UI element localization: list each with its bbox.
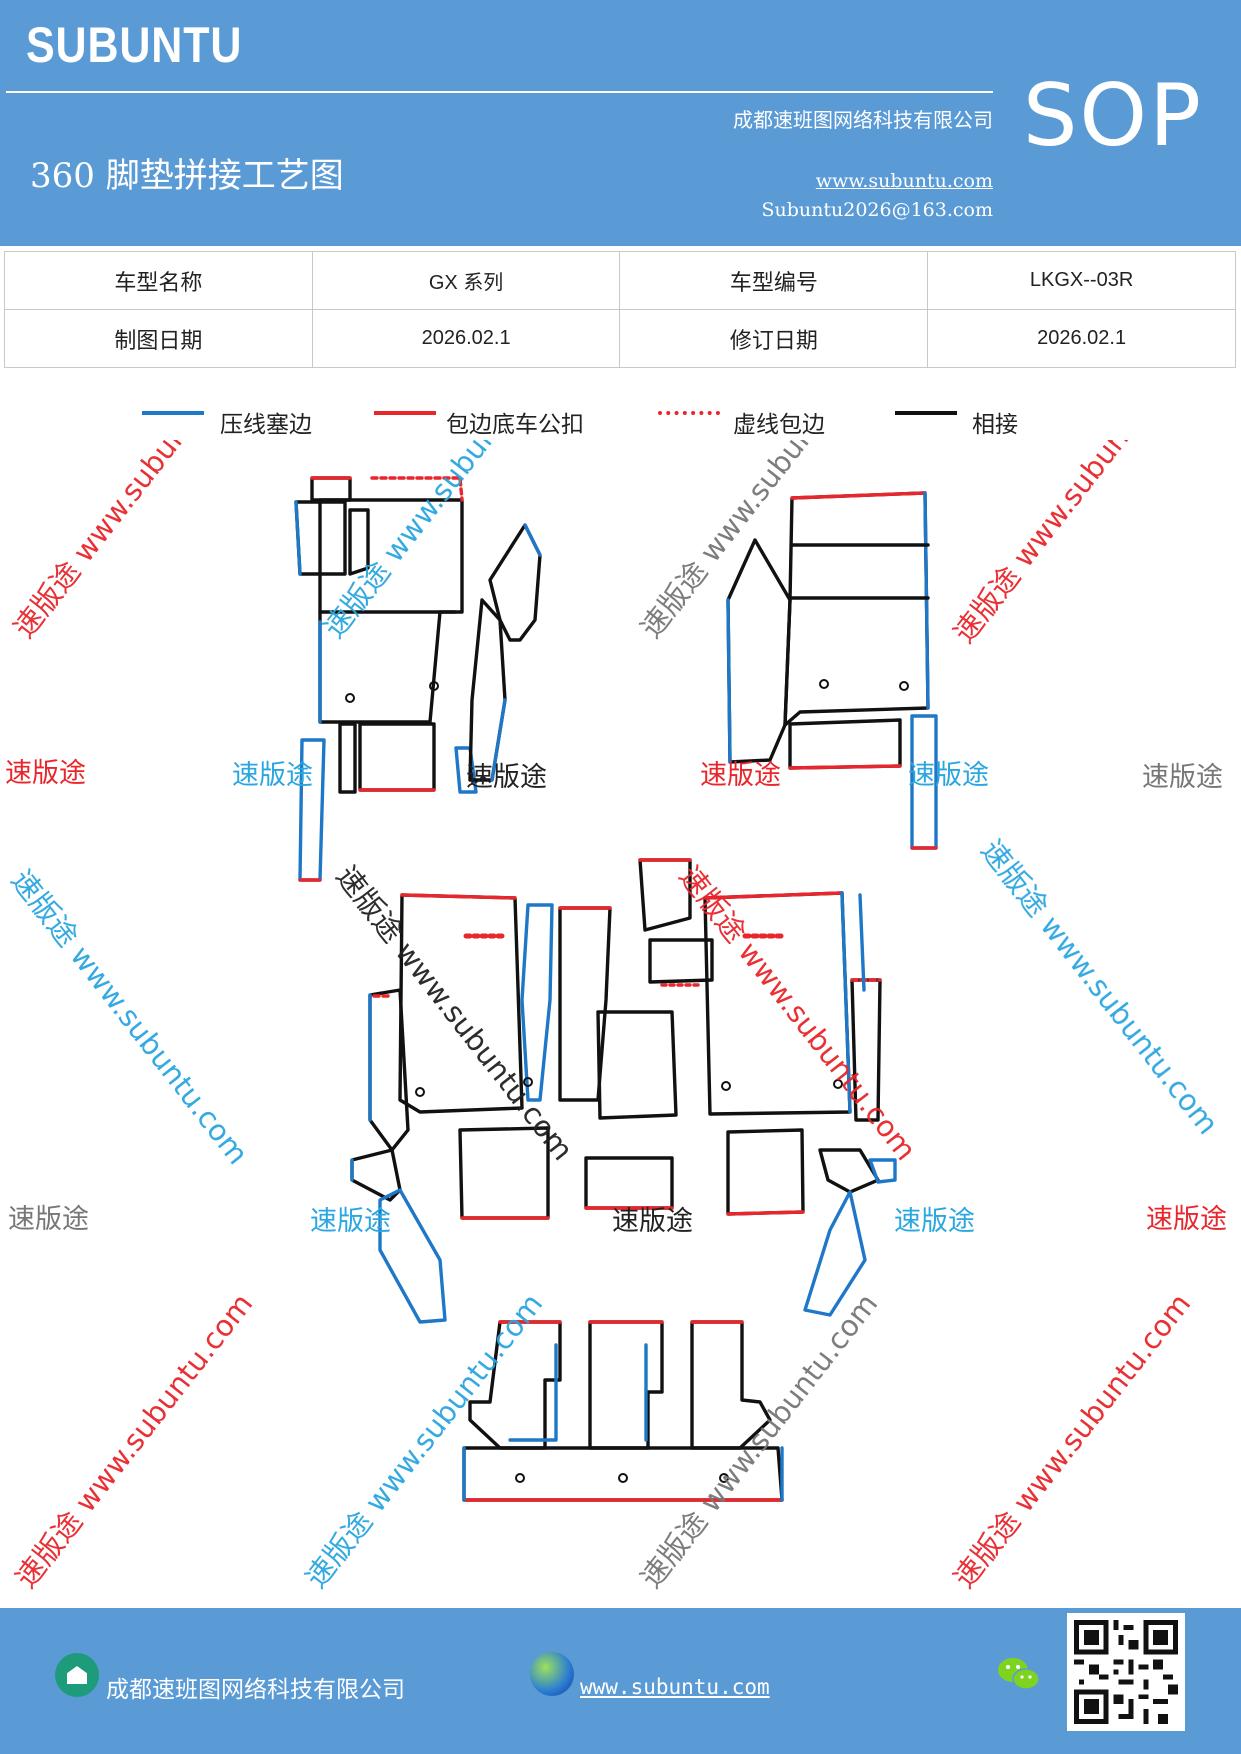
watermark: 速版途 [310, 1206, 391, 1237]
watermark: 速版途 [612, 1206, 693, 1237]
watermark: 速版途 [894, 1206, 975, 1237]
watermark: 速版途 [1142, 762, 1223, 793]
watermark: 速版途 www.subuntu.com [672, 859, 923, 1166]
header-divider [6, 91, 993, 93]
legend-label-press-line: 压线塞边 [220, 412, 312, 438]
brand-logo: SUBUNTU [26, 17, 243, 73]
middle-row-mat-group [350, 858, 897, 1324]
label-revision-date: 修订日期 [619, 309, 929, 368]
website-link[interactable]: www.subuntu.com [815, 170, 993, 192]
line-legend: 压线塞边 包边底车公扣 虚线包边 相接 [0, 405, 1241, 438]
legend-label-joint: 相接 [972, 412, 1018, 438]
legend-label-dotted-wrap: 虚线包边 [733, 412, 825, 438]
watermark: 速版途 www.subuntu.com [4, 863, 255, 1170]
legend-swatch-blue [142, 411, 204, 415]
wechat-icon [998, 1658, 1040, 1690]
label-draw-date: 制图日期 [4, 309, 313, 368]
globe-icon [530, 1652, 574, 1696]
watermark: 速版途 www.subuntu.com [947, 440, 1198, 649]
qr-code [1067, 1613, 1185, 1731]
front-right-mat-group [726, 491, 938, 850]
floor-mat-diagram: 速版途 www.subuntu.com 速版途 www.subuntu.com … [4, 440, 1227, 1594]
document-title: 360 脚垫拼接工艺图 [30, 156, 344, 196]
watermark: 速版途 [700, 760, 781, 791]
watermark: 速版途 [5, 758, 86, 789]
legend-swatch-black [895, 411, 957, 415]
legend-swatch-red [374, 411, 436, 415]
header-banner [0, 0, 1241, 246]
email-address: Subuntu2026@163.com [761, 199, 993, 221]
vehicle-info-table: 车型名称 GX 系列 车型编号 LKGX--03R 制图日期 2026.02.1… [4, 251, 1236, 368]
legend-label-edge-wrap: 包边底车公扣 [446, 412, 584, 438]
sop-badge: SOP [1022, 66, 1203, 166]
watermark: 速版途 www.subuntu.com [7, 440, 258, 644]
front-left-mat-group [294, 476, 542, 882]
footer-company-name: 成都速班图网络科技有限公司 [106, 1677, 405, 1703]
value-model-name: GX 系列 [311, 251, 621, 310]
footer-website-link[interactable]: www.subuntu.com [580, 1675, 770, 1699]
watermark: 速版途 www.subuntu.com [634, 1287, 885, 1594]
watermark: 速版途 www.subuntu.com [634, 440, 885, 644]
table-row: 制图日期 2026.02.1 修订日期 2026.02.1 [4, 309, 1236, 368]
label-model-code: 车型编号 [619, 251, 929, 310]
table-row: 车型名称 GX 系列 车型编号 LKGX--03R [4, 251, 1236, 310]
watermark: 速版途 www.subuntu.com [947, 1287, 1198, 1594]
watermark: 速版途 [8, 1204, 89, 1235]
home-icon [55, 1653, 99, 1697]
company-name: 成都速班图网络科技有限公司 [733, 108, 993, 132]
value-draw-date: 2026.02.1 [311, 309, 621, 368]
watermark: 速版途 www.subuntu.com [9, 1287, 260, 1594]
watermark: 速版途 [466, 762, 547, 793]
watermark: 速版途 [232, 760, 313, 791]
watermark: 速版途 www.subuntu.com [974, 833, 1225, 1140]
value-revision-date: 2026.02.1 [927, 309, 1236, 368]
label-model-name: 车型名称 [4, 251, 313, 310]
rear-mat-group [462, 1320, 784, 1502]
watermark: 速版途 [1146, 1204, 1227, 1235]
watermark: 速版途 [908, 760, 989, 791]
value-model-code: LKGX--03R [927, 251, 1236, 310]
legend-swatch-red-dotted [658, 411, 720, 415]
